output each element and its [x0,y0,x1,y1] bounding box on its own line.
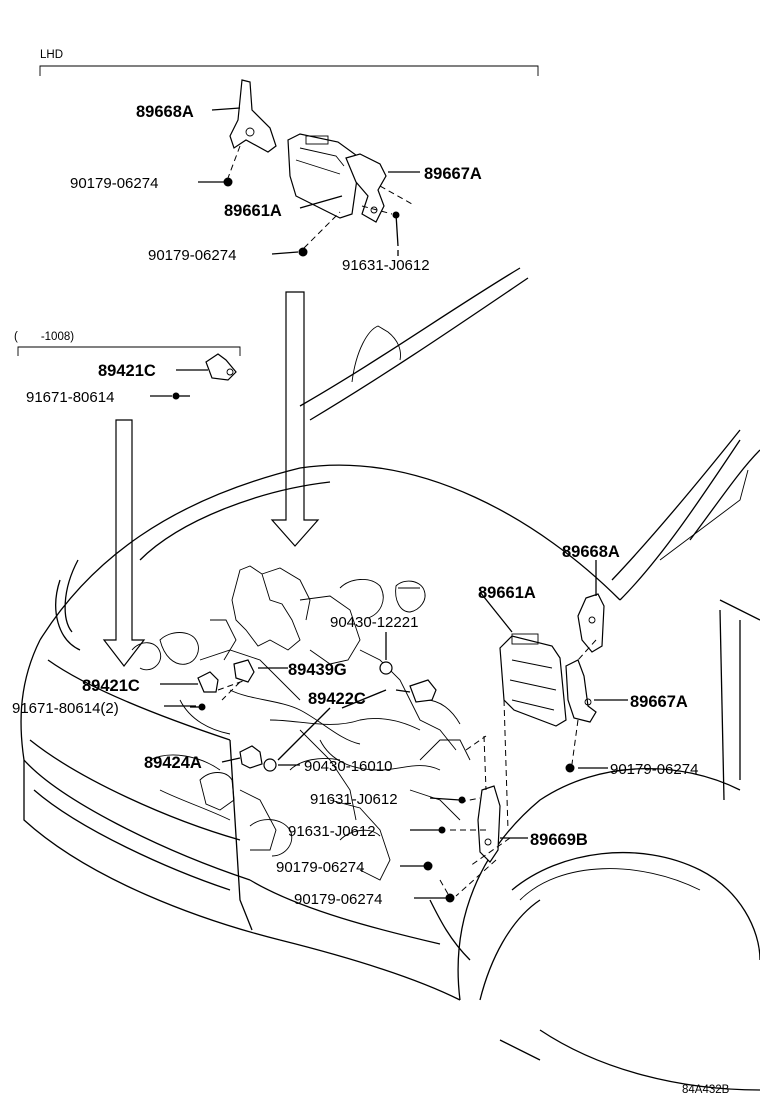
label-91631-top: 91631-J0612 [342,257,430,274]
top-assembly [223,79,413,257]
label-91631-m2: 91631-J0612 [288,823,376,840]
lhd-label: LHD [40,49,63,61]
label-90179-top1: 90179-06274 [70,175,158,192]
label-91671-top: 91671-80614 [26,389,114,406]
sensor-89424a [239,745,263,769]
sensor-89421c [197,671,219,693]
bracket-89669b [477,785,501,863]
ecu-89661a [499,635,567,727]
label-89424a: 89424A [144,754,202,772]
right-assembly [423,593,605,903]
label-90179-m1: 90179-06274 [276,859,364,876]
label-90179-top2: 90179-06274 [148,247,236,264]
label-89667a-top: 89667A [424,165,482,183]
label-90179-r: 90179-06274 [610,761,698,778]
date-range-header: ( -1008) [14,331,241,356]
sensor-89421c-top [172,353,237,400]
label-90430-12221: 90430-12221 [330,614,418,631]
label-89668a-top: 89668A [136,103,194,121]
lhd-header: LHD [39,49,539,76]
label-89668a-r: 89668A [562,543,620,561]
label-89421c-top: 89421C [98,362,156,380]
bracket-89668a-top [229,79,277,153]
nut-90179-top2 [298,247,308,257]
label-89422c: 89422C [308,690,366,708]
figure-code: 84A432B [682,1084,730,1096]
washer-90430-12221 [379,661,393,675]
bracket-89667a-r [565,659,597,723]
arrow-to-ecu [270,291,320,547]
bracket-89667a-top [345,153,387,223]
label-90179-m2: 90179-06274 [294,891,382,908]
label-89421c: 89421C [82,677,140,695]
engine-bay [131,565,471,881]
sensor-89439g [233,659,255,683]
label-91631-m1: 91631-J0612 [310,791,398,808]
sensor-89422c [409,679,437,703]
part-labels: 89668A 90179-06274 89667A 89661A 90179-0… [12,103,730,1096]
arrow-to-sensor [102,419,146,667]
label-89661a-top: 89661A [224,202,282,220]
bolt-91631-top [395,213,399,247]
label-89439g: 89439G [288,661,347,679]
label-90430-16010: 90430-16010 [304,758,392,775]
label-89661a-r: 89661A [478,584,536,602]
washer-90430-16010 [263,758,277,772]
label-89669b: 89669B [530,831,588,849]
ecu-89661a-top [287,133,361,219]
nut-90179-top1 [223,177,233,187]
date-range-label: ( -1008) [14,331,74,343]
label-91671-m: 91671-80614(2) [12,700,119,717]
label-89667a-r: 89667A [630,693,688,711]
leader-lines [150,107,628,899]
center-sensors [190,659,437,772]
car-body [20,267,760,1091]
